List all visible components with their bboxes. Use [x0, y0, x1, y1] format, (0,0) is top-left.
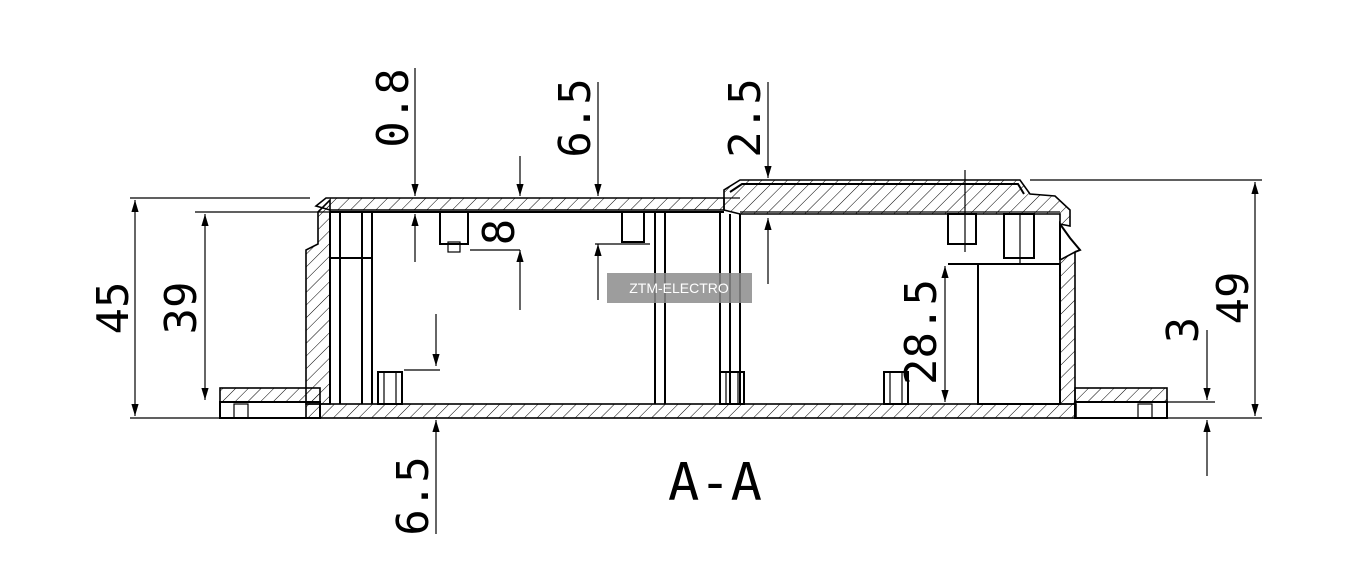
dim-0-8: 0.8	[368, 68, 419, 147]
dim-49: 49	[1208, 272, 1259, 325]
dim-39: 39	[156, 282, 207, 335]
dimension-lines	[130, 68, 1262, 534]
dim-2-5: 2.5	[720, 78, 771, 157]
dim-8: 8	[474, 219, 525, 246]
dimension-labels: 45 39 0.8 8 6.5 2.5 28.5 3 49 6.5	[88, 68, 1259, 535]
dim-6-5-top: 6.5	[550, 78, 601, 157]
dim-28-5: 28.5	[896, 279, 947, 385]
section-title: A-A	[668, 453, 762, 513]
housing-body	[219, 179, 1168, 419]
dim-45: 45	[88, 282, 139, 335]
watermark-text: ZTM-ELECTRO	[629, 280, 729, 296]
watermark: ZTM-ELECTRO	[607, 273, 752, 303]
dim-6-5-bottom: 6.5	[388, 456, 439, 535]
dim-3: 3	[1158, 317, 1209, 344]
